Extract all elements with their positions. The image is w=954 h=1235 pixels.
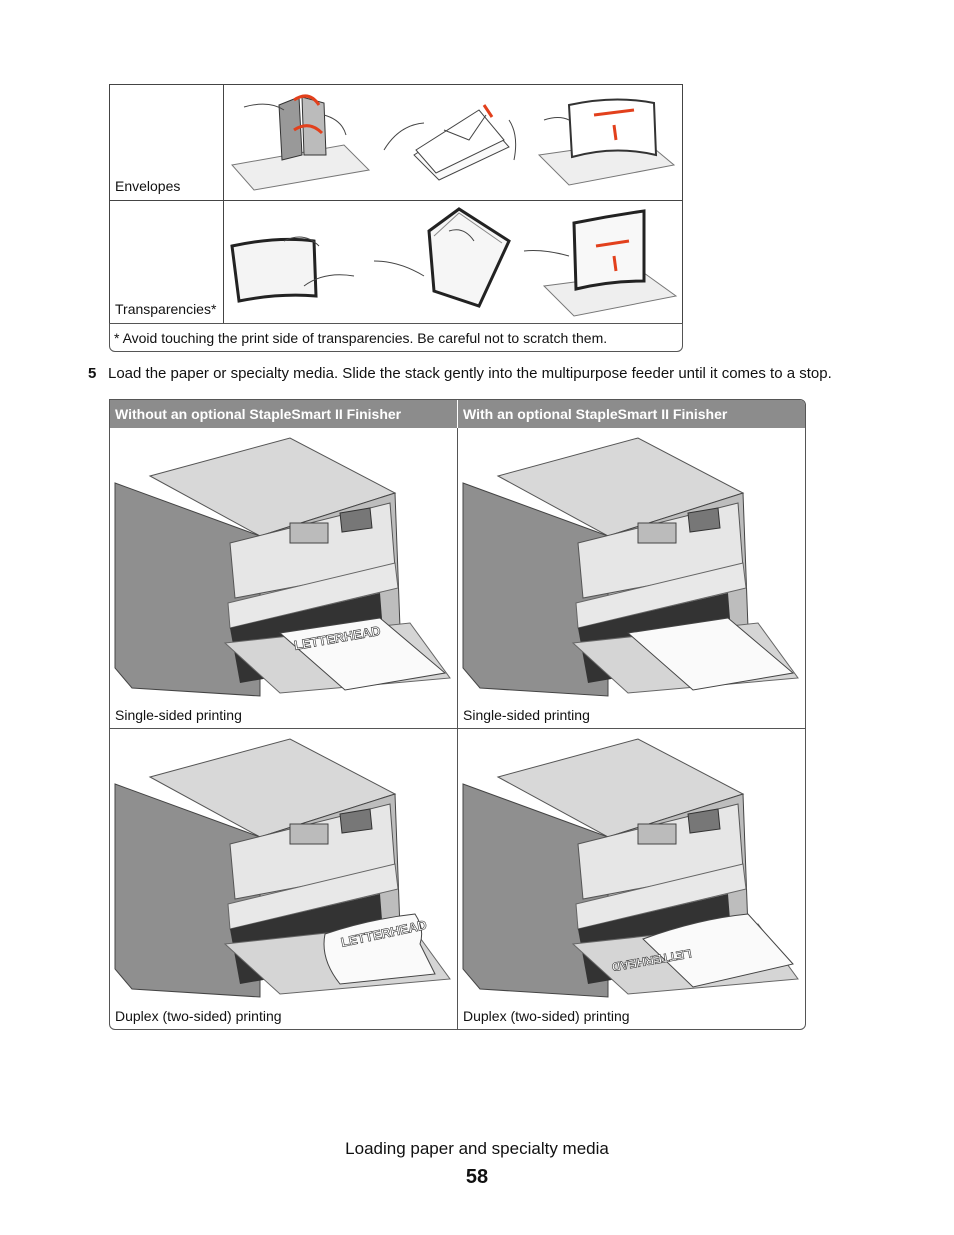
step-number: 5: [88, 365, 97, 382]
header-without-finisher: Without an optional StapleSmart II Finis…: [110, 400, 458, 428]
straighten-transparencies-image: [523, 209, 678, 317]
flex-transparencies-image: [230, 236, 355, 303]
page-number: 58: [465, 1166, 489, 1188]
printer-duplex-finisher-image: LETTERHEAD: [462, 738, 799, 998]
step-5: 5 Load the paper or specialty media. Slid…: [88, 365, 832, 382]
envelopes-illustration: [224, 85, 682, 200]
envelopes-label-cell: Envelopes: [110, 85, 224, 200]
transparencies-row: Transparencies*: [110, 201, 682, 324]
letterhead-paper-duplex-left: LETTERHEAD: [323, 913, 436, 985]
cell-single-without-finisher: LETTERHEAD Single-sided printing: [110, 428, 458, 729]
caption-duplex-left: Duplex (two-sided) printing: [115, 1008, 282, 1024]
step-text: Load the paper or specialty media. Slide…: [108, 365, 832, 382]
media-preparation-table: Envelopes: [109, 84, 683, 324]
letterhead-paper-single-left: LETTERHEAD: [278, 617, 447, 691]
straighten-envelopes-image: [537, 98, 676, 186]
transparency-note: * Avoid touching the print side of trans…: [109, 323, 683, 352]
transparencies-illustration: [224, 201, 682, 323]
caption-duplex-right: Duplex (two-sided) printing: [463, 1008, 630, 1024]
transparencies-label: Transparencies*: [115, 301, 217, 317]
loading-illustration-table: Without an optional StapleSmart II Finis…: [109, 399, 806, 1030]
transparencies-label-cell: Transparencies*: [110, 201, 224, 323]
cell-single-with-finisher: LETTERHEAD Single-sided printing: [458, 428, 805, 729]
header-with-finisher: With an optional StapleSmart II Finisher: [458, 400, 805, 428]
printer-single-sided-finisher-image: LETTERHEAD: [462, 437, 799, 697]
caption-single-right: Single-sided printing: [463, 707, 590, 723]
letterhead-paper-single-right: LETTERHEAD: [626, 617, 795, 691]
caption-single-left: Single-sided printing: [115, 707, 242, 723]
footer-section-title: Loading paper and specialty media: [345, 1139, 609, 1158]
printer-duplex-image: LETTERHEAD: [114, 738, 451, 998]
envelopes-row: Envelopes: [110, 85, 682, 201]
fan-envelopes-image: [383, 104, 517, 181]
cell-duplex-without-finisher: LETTERHEAD Duplex (two-sided) printing: [110, 729, 458, 1029]
printer-single-sided-image: LETTERHEAD: [114, 437, 451, 697]
cell-duplex-with-finisher: LETTERHEAD Duplex (two-sided) printing: [458, 729, 805, 1029]
fan-transparencies-image: [373, 207, 511, 308]
envelopes-label: Envelopes: [115, 178, 181, 194]
flex-envelopes-image: [231, 94, 371, 191]
